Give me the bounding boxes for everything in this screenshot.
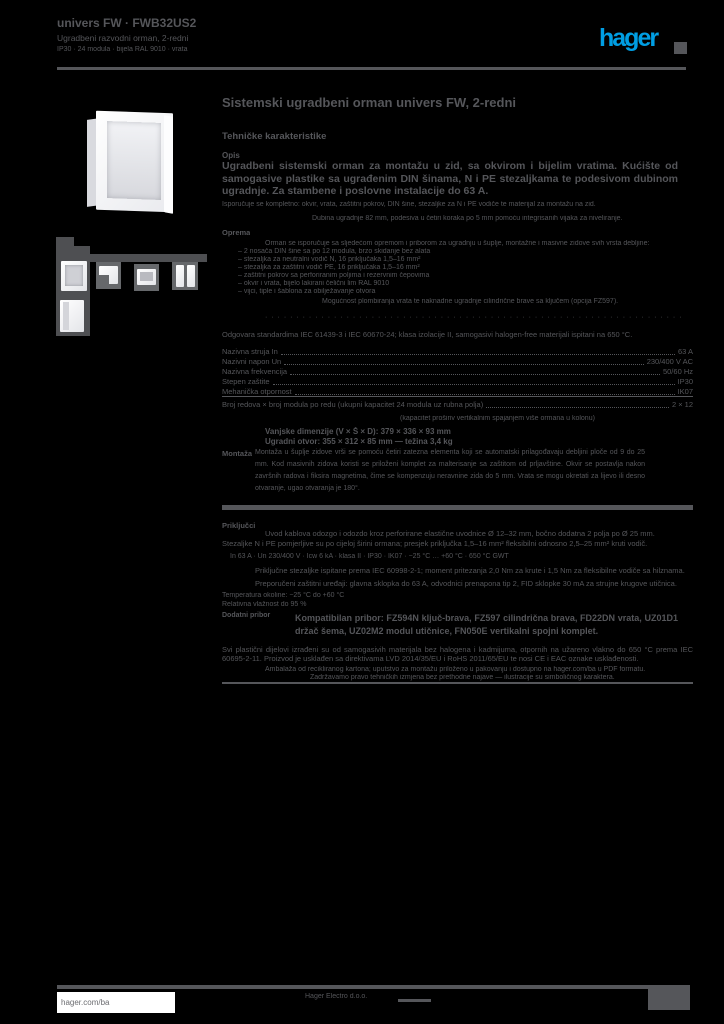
spec-value: IK07 (677, 387, 693, 396)
seal-note: Mogućnost plombiranja vrata te naknadne … (322, 298, 619, 305)
spec-value: 63 A (677, 347, 693, 356)
enclosure-door-edge (164, 115, 173, 214)
description-line: Isporučuje se kompletno: okvir, vrata, z… (222, 201, 596, 208)
spec-label: Broj redova × broj modula po redu (ukupn… (222, 400, 484, 409)
hager-logo: hager (599, 24, 659, 52)
kit-item: – stezaljka za neutralni vodič N, 16 pri… (238, 256, 421, 263)
cover-panel-icon (187, 265, 195, 287)
rail-icon (137, 269, 156, 285)
dimensions-line: Ugradni otvor: 355 × 312 × 85 mm — težin… (265, 437, 453, 446)
description-line: Dubina ugradnje 82 mm, podesiva u četiri… (312, 215, 623, 222)
spec-value: IP30 (677, 377, 693, 386)
leader-dots (486, 407, 669, 408)
kit-item: – okvir i vrata, bijelo lakirani čelični… (238, 280, 390, 287)
mounting-label: Montaža (222, 449, 252, 458)
dotted-leader-row: · · · · · · · · · · · · · · · · · · · · … (265, 314, 682, 321)
spec-label: Nazivna struja In (222, 347, 278, 356)
footer-rule (57, 985, 686, 989)
spec-value: 2 × 12 (671, 400, 693, 409)
kit-item: – stezaljka za zaštitni vodič PE, 16 pri… (238, 264, 420, 271)
section-heading: Tehničke karakteristike (222, 131, 327, 142)
bracket-notch (99, 275, 109, 284)
spec-label: Mehanička otpornost (222, 387, 292, 396)
mounting-text: Montaža u šuplje zidove vrši se pomoću č… (255, 449, 645, 492)
spec-row: Broj redova × broj modula po redu (ukupn… (222, 400, 693, 409)
enclosure-front-cavity (65, 265, 83, 286)
dimensions-line: Vanjske dimenzije (V × Š × D): 379 × 336… (265, 427, 451, 436)
spec-row: Nazivna frekvencija 50/60 Hz (222, 367, 693, 376)
description-intro: Ugradbeni sistemski orman za montažu u z… (222, 160, 678, 197)
disclaimer-text: Zadržavamo pravo tehničkih izmjena bez p… (310, 674, 615, 681)
connection-line: Stezaljke N i PE pomjerljive su po cijel… (222, 539, 648, 548)
leader-dots (294, 394, 675, 395)
connection-values: In 63 A · Un 230/400 V · Icw 6 kA · klas… (230, 553, 509, 560)
leader-dots (284, 364, 644, 365)
enclosure-photo (87, 110, 173, 214)
mounting-bracket-icon (99, 266, 118, 284)
spec-value: 50/60 Hz (662, 367, 693, 376)
spec-value: 230/400 V AC (646, 357, 693, 366)
page-title: Sistemski ugradbeni orman univers FW, 2-… (222, 95, 517, 110)
accessory-connector-strip (88, 254, 207, 262)
product-reference: univers FW · FWB32US2 (57, 16, 197, 30)
rail-channel (140, 272, 153, 281)
footer-page-block (648, 985, 690, 1010)
cover-panel-icon (176, 265, 184, 287)
spec-label: Nazivna frekvencija (222, 367, 288, 376)
kit-intro: Orman se isporučuje sa sljedećom opremom… (265, 240, 650, 247)
footer-site-link[interactable]: hager.com/ba (61, 998, 110, 1007)
description-label: Opis (222, 151, 240, 160)
kit-label: Oprema (222, 228, 251, 237)
enclosure-cavity (107, 121, 161, 200)
spec-row: Stepen zaštite IP30 (222, 377, 693, 386)
spec-label: Stepen zaštite (222, 377, 270, 386)
kit-item: – vijci, tiple i šablona za obilježavanj… (238, 288, 376, 295)
accessories-label: Dodatni pribor (222, 612, 271, 619)
spec-row: Nazivni napon Un 230/400 V AC (222, 357, 693, 366)
end-rule (222, 682, 693, 684)
leader-dots (272, 384, 675, 385)
product-subtitle: Ugradbeni razvodni orman, 2-redni (57, 33, 189, 43)
temperature-line: Temperatura okoline: −25 °C do +60 °C (222, 592, 345, 599)
panel-tab (56, 237, 74, 246)
spec-label: Nazivni napon Un (222, 357, 282, 366)
header-rule (57, 67, 686, 70)
humidity-line: Relativna vlažnost do 95 % (222, 601, 307, 608)
footer-site-box: hager.com/ba (57, 992, 175, 1013)
door-panel-icon (60, 300, 84, 332)
footer-company: Hager Electro d.o.o. (305, 993, 368, 1000)
footer-dash (398, 999, 431, 1002)
product-attributes: IP30 · 24 modula · bijela RAL 9010 · vra… (57, 46, 188, 53)
kit-item: – zaštitni pokrov sa perforiranim poljim… (238, 272, 430, 279)
leader-dots (290, 374, 660, 375)
spec-row: Mehanička otpornost IK07 (222, 387, 693, 396)
section-divider (222, 396, 693, 397)
door-edge-shade (63, 302, 69, 330)
thick-divider (222, 505, 693, 510)
enclosure-front-icon (61, 261, 87, 291)
expand-note: (kapacitet proširiv vertikalnim spajanje… (400, 415, 595, 422)
kit-item: – 2 nosača DIN šine sa po 12 modula, brz… (238, 248, 431, 255)
connection-line: Preporučeni zaštitni uređaji: glavna skl… (255, 579, 677, 588)
standards-line: Odgovara standardima IEC 61439-3 i IEC 6… (222, 330, 633, 339)
logo-mark-icon (674, 42, 687, 54)
connection-line: Uvod kablova odozgo i odozdo kroz perfor… (265, 529, 655, 538)
leader-dots (280, 354, 675, 355)
connection-line: Priključne stezaljke ispitane prema IEC … (255, 566, 685, 575)
accessories-refs: Kompatibilan pribor: FZ594N ključ-brava,… (295, 613, 678, 636)
packaging-text: Ambalaža od recikliranog kartona; uputst… (265, 666, 646, 673)
spec-row: Nazivna struja In 63 A (222, 347, 693, 356)
connection-label: Priključci (222, 521, 256, 530)
compliance-text: Svi plastični dijelovi izrađeni su od sa… (222, 646, 693, 663)
